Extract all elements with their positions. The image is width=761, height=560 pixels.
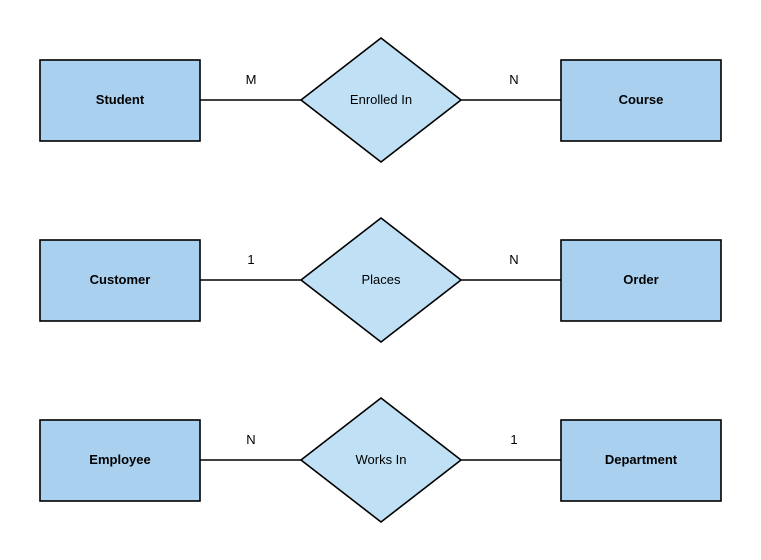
cardinality-label-left-row-1: M bbox=[245, 72, 257, 87]
cardinality-label-left-row-2: 1 bbox=[247, 252, 255, 267]
relationship-diamond-places[interactable] bbox=[299, 216, 463, 344]
cardinality-label-right-row-1: N bbox=[509, 72, 519, 87]
relationship-group-row-2 bbox=[39, 216, 722, 344]
relationship-group-row-1 bbox=[39, 36, 722, 164]
entity-box-department[interactable] bbox=[560, 419, 722, 502]
entity-box-student[interactable] bbox=[39, 59, 201, 142]
relationship-diamond-works-in[interactable] bbox=[299, 396, 463, 524]
entity-box-customer[interactable] bbox=[39, 239, 201, 322]
cardinality-label-left-row-3: N bbox=[246, 432, 256, 447]
entity-box-employee[interactable] bbox=[39, 419, 201, 502]
relationship-diamond-enrolled-in[interactable] bbox=[299, 36, 463, 164]
entity-box-course[interactable] bbox=[560, 59, 722, 142]
relationship-group-row-3 bbox=[39, 396, 722, 524]
cardinality-label-right-row-3: 1 bbox=[510, 432, 518, 447]
cardinality-label-right-row-2: N bbox=[509, 252, 519, 267]
entity-box-order[interactable] bbox=[560, 239, 722, 322]
